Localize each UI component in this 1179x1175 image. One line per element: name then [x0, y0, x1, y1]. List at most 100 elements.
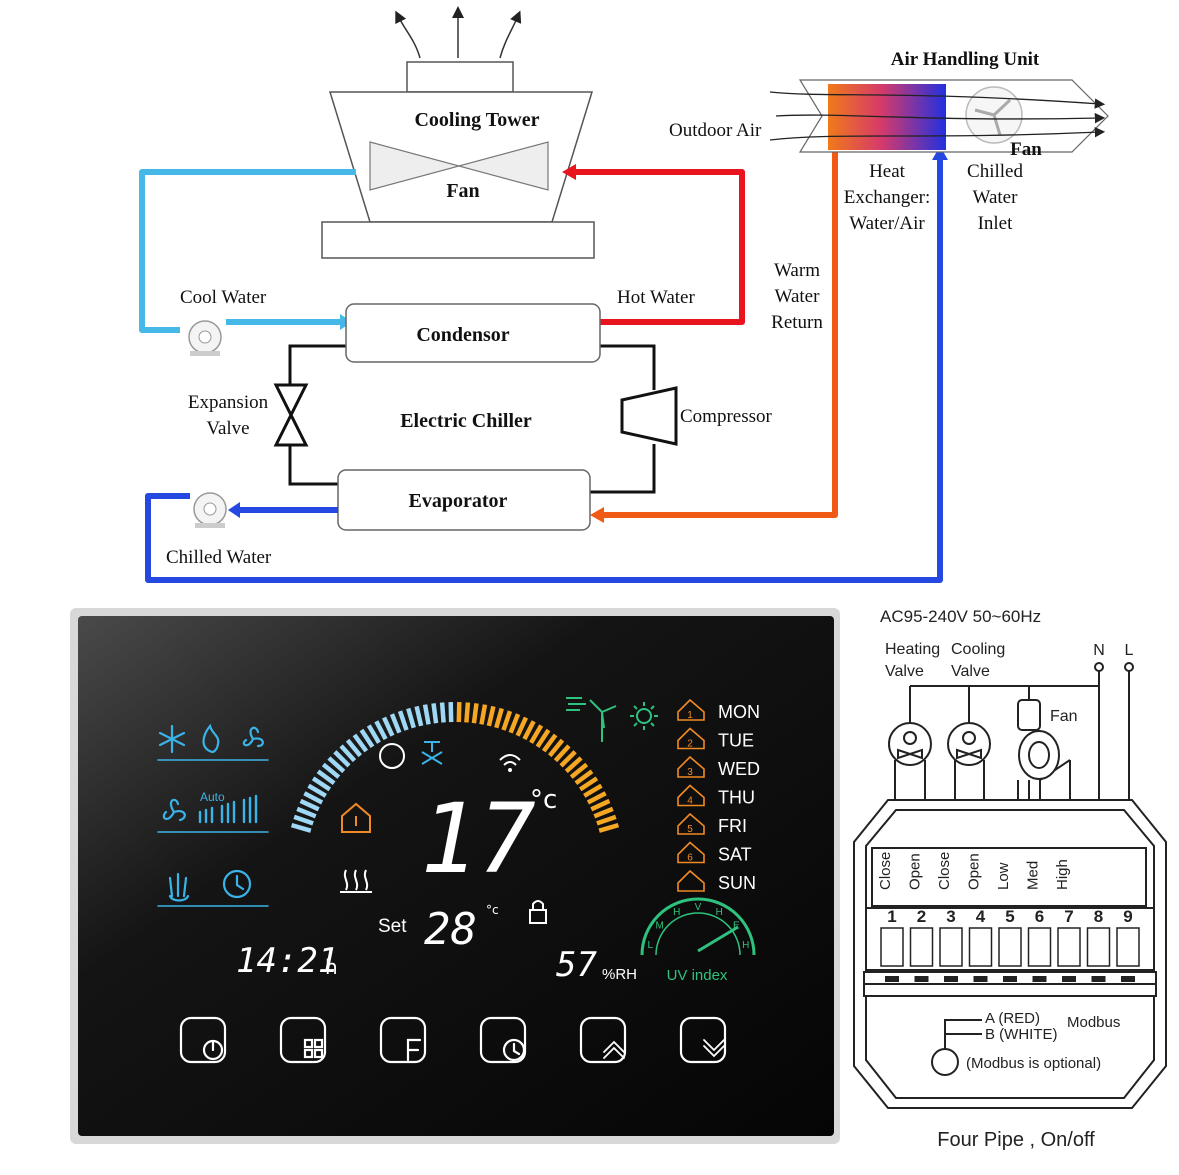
terminal-function-label: Med — [1025, 861, 1042, 890]
fan-button[interactable] — [379, 1016, 427, 1064]
program-number: 6 — [687, 853, 693, 864]
schedule-slot-icon — [677, 784, 705, 807]
terminal-function-label: Close — [936, 852, 953, 890]
dial-tick — [598, 822, 620, 833]
cool-water-pump-icon — [188, 320, 222, 356]
terminal-clip — [944, 976, 958, 982]
snowflake-icon — [158, 724, 186, 754]
terminal-screw — [1057, 927, 1081, 967]
dial-tick — [311, 776, 332, 792]
program-number: 5 — [687, 824, 693, 835]
mode-panel — [157, 723, 269, 907]
uv-scale-label: H — [716, 907, 723, 918]
terminal-number: 4 — [976, 907, 986, 926]
day-label: SAT — [718, 845, 752, 865]
dial-tick — [508, 713, 521, 734]
uv-label: UV index — [667, 967, 728, 984]
dial-tick — [583, 783, 603, 798]
chiller-diagram: Cooling Tower Fan — [139, 6, 1109, 583]
live-label: L — [1125, 642, 1134, 659]
dial-tick — [586, 791, 607, 805]
mode-button[interactable] — [279, 1016, 327, 1064]
clock-readout: 14:21 — [236, 941, 338, 981]
uv-scale-label: H — [673, 907, 680, 918]
refrigerant-loop — [288, 344, 656, 494]
sun-icon — [630, 702, 658, 730]
air-handling-unit: Air Handling Unit Outdoor Air Fan Heat E… — [669, 49, 1109, 234]
hot-water-loop — [562, 164, 745, 325]
up-button[interactable] — [579, 1016, 627, 1064]
dial-tick — [290, 822, 312, 833]
dial-tick — [559, 750, 577, 768]
compressor-label: Compressor — [680, 406, 773, 427]
thermostat: Auto 17 °c Set 28 °c 14:21 h 57 %RH — [70, 608, 840, 1144]
warm-return-label-3: Return — [771, 312, 823, 333]
dial-tick — [479, 704, 488, 725]
dial-tick — [574, 769, 594, 785]
ahu-title: Air Handling Unit — [891, 49, 1040, 70]
power-button[interactable] — [179, 1016, 227, 1064]
heating-floor-icon — [340, 869, 372, 893]
dial-tick — [569, 762, 589, 779]
wifi-icon — [499, 754, 521, 766]
fan-speed-bars — [198, 794, 258, 824]
current-temperature: 17 — [420, 783, 536, 895]
dial-tick — [316, 769, 336, 785]
terminal-clip — [914, 976, 929, 982]
modbus-label: Modbus — [1067, 1014, 1120, 1031]
schedule-button[interactable] — [479, 1016, 527, 1064]
down-button[interactable] — [679, 1016, 727, 1064]
terminal-screw — [880, 927, 904, 967]
dial-tick — [382, 716, 395, 737]
terminal-screw — [939, 927, 963, 967]
schedule-slot-icon — [677, 727, 705, 750]
heat-exchanger-label-1: Heat — [869, 161, 906, 182]
clock-icon — [222, 869, 252, 899]
heating-valve-icon — [888, 722, 932, 766]
cooling-tower: Cooling Tower Fan — [321, 61, 595, 259]
terminal-clip — [1121, 976, 1135, 982]
terminal-screw — [909, 927, 934, 967]
humidity-unit: %RH — [602, 966, 637, 983]
terminal-clip — [1091, 976, 1106, 982]
chilled-inlet-label-2: Water — [973, 187, 1019, 208]
dial-tick — [366, 724, 381, 744]
uv-scale-label: H — [742, 940, 749, 951]
schedule-slot-icon — [677, 755, 705, 778]
cool-water-label: Cool Water — [180, 287, 267, 308]
tower-exhaust-arrows — [395, 6, 522, 59]
terminal-number: 3 — [946, 907, 955, 926]
chilled-water-label: Chilled Water — [166, 547, 272, 568]
dial-tick — [431, 703, 439, 724]
terminal-number: 5 — [1005, 907, 1014, 926]
dial-tick — [486, 705, 496, 727]
uv-inner-arc — [655, 912, 741, 956]
dial-tick — [359, 728, 375, 748]
dial-tick — [339, 744, 357, 763]
fan-motor-icon — [1017, 699, 1060, 780]
tower-fan-label: Fan — [446, 180, 479, 202]
terminal-number: 2 — [917, 907, 926, 926]
dial-tick — [389, 713, 402, 734]
cooling-tower-label: Cooling Tower — [414, 109, 539, 131]
rotate-icon — [379, 743, 405, 769]
thermostat-screen — [78, 616, 834, 1136]
expansion-valve-icon — [273, 383, 309, 447]
schedule-slot-icon — [677, 698, 705, 721]
schedule-slot-icon — [677, 869, 705, 892]
dial-tick — [414, 705, 424, 727]
dial-status-icons — [340, 741, 547, 924]
dial-tick — [501, 710, 513, 731]
terminal-number: 7 — [1064, 907, 1073, 926]
terminal-number: 9 — [1123, 907, 1132, 926]
program-number: 4 — [687, 796, 693, 807]
day-label: MON — [718, 702, 760, 722]
dial-tick — [296, 806, 317, 819]
hand-icon — [168, 872, 190, 902]
dial-tick — [522, 720, 536, 741]
dial-tick — [321, 762, 341, 779]
dial-tick — [553, 744, 571, 763]
